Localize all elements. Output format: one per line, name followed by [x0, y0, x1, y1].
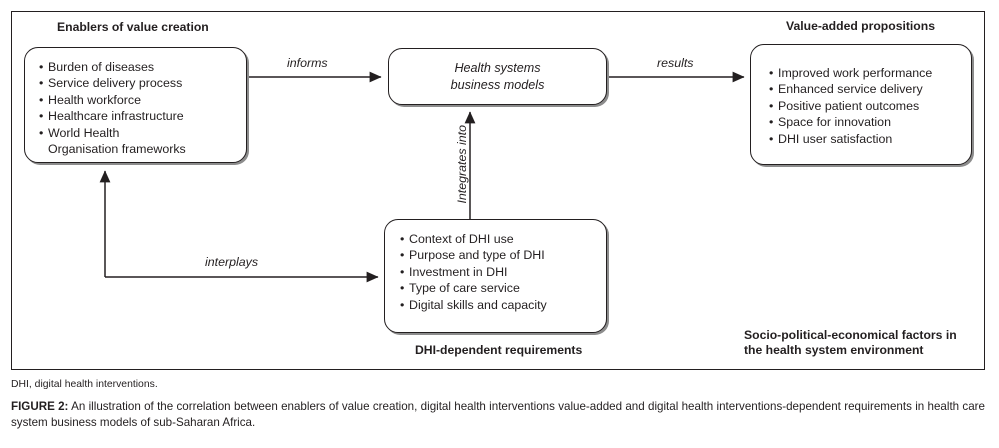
list-item: • DHI user satisfaction	[769, 131, 971, 147]
list-item-label: Space for innovation	[778, 115, 891, 130]
bullet-icon: •	[39, 109, 44, 124]
enablers-list: • Burden of diseases • Service delivery pr…	[25, 48, 246, 157]
bullet-icon: •	[400, 264, 405, 279]
list-item-label: Burden of diseases	[48, 60, 155, 74]
edge-label-integrates-into: Integrates into	[455, 125, 469, 204]
heading-value-added-propositions: Value-added propositions	[786, 19, 935, 33]
list-item: • Space for innovation	[769, 114, 971, 130]
list-item: • Positive patient outcomes	[769, 98, 971, 114]
list-item: • Health workforce	[39, 92, 246, 108]
list-item: • World Health	[39, 125, 246, 141]
bullet-icon: •	[769, 66, 774, 80]
bullet-icon: •	[39, 76, 44, 91]
list-item: • Healthcare infrastructure	[39, 108, 246, 124]
list-item-label: Organisation frameworks	[48, 142, 186, 157]
box-enablers-of-value-creation: • Burden of diseases • Service delivery pr…	[24, 47, 247, 163]
list-item: • Improved work performance	[769, 65, 971, 81]
list-item-label: Context of DHI use	[409, 232, 514, 246]
central-box-text: Health systems business models	[451, 60, 545, 94]
heading-dhi-dependent-requirements: DHI-dependent requirements	[415, 343, 583, 357]
list-item-label: Type of care service	[409, 281, 520, 296]
edge-label-interplays: interplays	[205, 255, 259, 269]
list-item-label: Service delivery process	[48, 76, 183, 91]
figure-caption: FIGURE 2: An illustration of the correla…	[11, 399, 985, 431]
figure-caption-label: FIGURE 2:	[11, 400, 69, 413]
bullet-icon: •	[400, 248, 405, 263]
central-box-line-2: business models	[450, 77, 545, 92]
box-health-systems-business-models: Health systems business models	[388, 48, 607, 105]
list-item-label: World Health	[48, 125, 120, 140]
bullet-icon: •	[400, 297, 405, 312]
bullet-icon: •	[39, 125, 44, 140]
list-item-continuation: Organisation frameworks	[39, 141, 246, 157]
list-item-label: DHI user satisfaction	[778, 131, 893, 146]
list-item-label: Purpose and type of DHI	[409, 248, 545, 263]
abbreviation-note: DHI, digital health interventions.	[11, 379, 158, 390]
box-dhi-dependent-requirements: • Context of DHI use • Purpose and type of…	[384, 219, 607, 333]
bullet-icon: •	[39, 92, 44, 107]
heading-socio-political-economical-factors: Socio-political-economical factors in th…	[744, 328, 957, 357]
list-item: • Service delivery process	[39, 75, 246, 91]
list-item: • Purpose and type of DHI	[400, 247, 606, 263]
list-item-label: Health workforce	[48, 92, 141, 107]
list-item-label: Improved work performance	[778, 66, 933, 80]
dhi-requirements-list: • Context of DHI use • Purpose and type of…	[385, 220, 606, 313]
figure-caption-text: An illustration of the correlation betwe…	[11, 400, 985, 429]
list-item: • Burden of diseases	[39, 59, 246, 75]
bullet-icon: •	[769, 115, 774, 130]
heading-enablers-of-value-creation: Enablers of value creation	[57, 20, 209, 34]
list-item: • Type of care service	[400, 280, 606, 296]
bullet-icon: •	[400, 232, 405, 246]
bullet-icon: •	[39, 60, 44, 74]
box-value-added-propositions: • Improved work performance • Enhanced ser…	[750, 44, 972, 165]
edge-label-informs: informs	[287, 56, 328, 70]
central-box-line-1: Health systems	[454, 60, 541, 75]
list-item-label: Investment in DHI	[409, 264, 508, 279]
list-item-label: Positive patient outcomes	[778, 98, 920, 113]
list-item-label: Enhanced service delivery	[778, 82, 923, 97]
bullet-icon: •	[769, 98, 774, 113]
list-item: • Context of DHI use	[400, 231, 606, 247]
bullet-icon: •	[769, 131, 774, 146]
list-item: • Investment in DHI	[400, 264, 606, 280]
bullet-icon: •	[769, 82, 774, 97]
list-item-label: Healthcare infrastructure	[48, 109, 184, 124]
bullet-icon: •	[400, 281, 405, 296]
edge-label-results: results	[657, 56, 694, 70]
list-item: • Enhanced service delivery	[769, 81, 971, 97]
value-added-list: • Improved work performance • Enhanced ser…	[751, 45, 971, 147]
list-item: • Digital skills and capacity	[400, 297, 606, 313]
list-item-label: Digital skills and capacity	[409, 297, 547, 312]
